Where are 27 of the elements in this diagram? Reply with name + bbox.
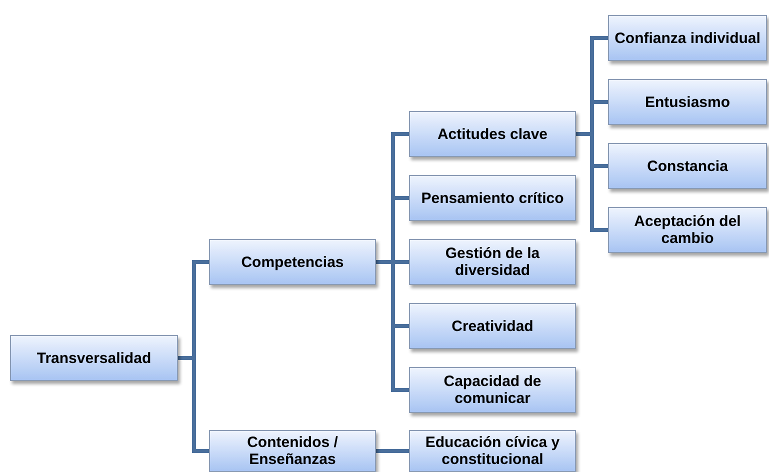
topic-box — [209, 239, 376, 285]
topic-label: Confianza individual — [614, 30, 760, 46]
topic-box — [409, 239, 576, 285]
topic-label: Capacidad de comunicar — [442, 373, 542, 407]
topic-box — [409, 111, 576, 157]
topic-box — [10, 335, 178, 381]
topic-box — [608, 207, 767, 253]
topic-box — [209, 430, 376, 472]
connector-line — [376, 449, 409, 453]
topic-box — [409, 430, 576, 472]
topic-box — [608, 15, 767, 61]
topic-box — [409, 175, 576, 221]
topic-label: Aceptación del cambio — [633, 213, 742, 247]
topic-label: Entusiasmo — [644, 94, 730, 110]
topic-box — [409, 303, 576, 349]
topic-label: Transversalidad — [36, 350, 152, 366]
topic-label: Creatividad — [452, 318, 534, 334]
topic-label: Contenidos / Enseñanzas — [246, 434, 339, 468]
topic-box — [608, 143, 767, 189]
topic-label: Actitudes clave — [437, 126, 548, 142]
topic-label: Competencias — [241, 254, 344, 270]
topic-label: Educación cívica y constitucional — [424, 434, 561, 468]
topic-box — [608, 79, 767, 125]
topic-label: Constancia — [647, 158, 728, 174]
topic-label: Gestión de la diversidad — [444, 245, 541, 279]
topic-label: Pensamiento crítico — [421, 190, 564, 206]
topic-box — [409, 367, 576, 413]
